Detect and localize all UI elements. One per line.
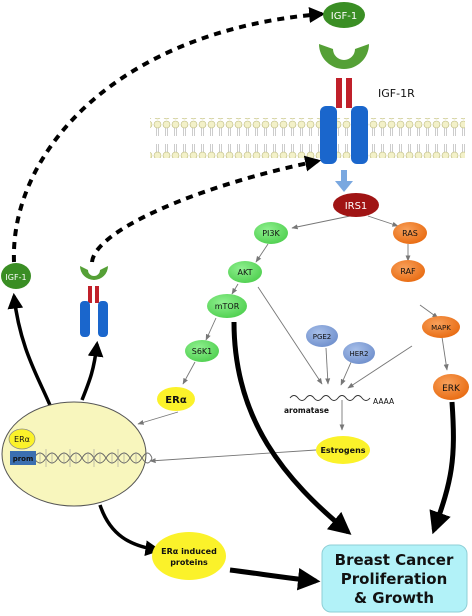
akt-node <box>228 261 262 283</box>
outcome-line-2: Proliferation <box>341 570 448 588</box>
irs1-label: IRS1 <box>345 201 368 212</box>
s6k1-label: S6K1 <box>192 347 213 356</box>
pi3k-label: PI3K <box>262 229 280 238</box>
pge2-label: PGE2 <box>313 333 332 341</box>
pge2-node <box>306 325 338 347</box>
igf1-left-label: IGF-1 <box>5 273 26 282</box>
pi3k-node <box>254 222 288 244</box>
era-induced-proteins-node <box>152 532 226 580</box>
mapk-label: MAPK <box>431 324 451 332</box>
er-alpha-node <box>157 387 195 411</box>
ras-node <box>393 222 427 244</box>
signaling-arrows <box>137 215 449 464</box>
mtor-node <box>207 294 247 318</box>
her2-label: HER2 <box>349 350 368 358</box>
erk-label: ERK <box>442 384 461 394</box>
promoter-label: prom <box>13 455 34 463</box>
promoter-box <box>10 451 36 465</box>
small-receptor <box>80 266 108 337</box>
ras-label: RAS <box>402 229 418 238</box>
era-induced-proteins-label-1: ERα induced <box>161 547 217 556</box>
igf1-left-node <box>1 263 31 289</box>
irs1-node <box>333 193 379 217</box>
igf1-receptor <box>319 44 369 164</box>
her2-node <box>343 342 375 364</box>
thick-arrows <box>7 292 456 591</box>
dna-helix <box>33 449 153 467</box>
raf-node <box>391 260 425 282</box>
igf1-top-label: IGF-1 <box>331 11 357 22</box>
s6k1-node <box>185 340 219 362</box>
receptor-binding-cup <box>319 44 369 69</box>
erk-node <box>433 374 469 400</box>
estrogens-label: Estrogens <box>320 446 365 455</box>
aromatase-label: aromatase <box>284 406 329 415</box>
outcome-line-3: & Growth <box>354 589 434 607</box>
er-alpha-label: ERα <box>165 395 187 406</box>
akt-label: AKT <box>238 268 253 277</box>
receptor-to-irs1-arrow <box>335 170 353 192</box>
small-receptor-cup <box>80 266 108 280</box>
estrogens-node <box>316 436 370 464</box>
era-induced-proteins-label-2: proteins <box>170 558 208 567</box>
nucleus-er-alpha-label: ERα <box>14 435 30 444</box>
mapk-node <box>422 316 460 338</box>
mtor-label: mTOR <box>215 302 240 311</box>
aromatase-mrna-wave <box>289 395 371 401</box>
igf1r-label: IGF-1R <box>378 87 415 100</box>
outcome-box <box>321 544 468 613</box>
receptor-recycling-dashed-arrow <box>90 155 322 263</box>
igf1-secretion-dashed-arrow <box>11 7 326 263</box>
raf-label: RAF <box>400 267 416 276</box>
cell-membrane <box>150 118 465 158</box>
outcome-line-1: Breast Cancer <box>335 551 454 569</box>
igf1-top-node <box>323 2 365 28</box>
poly-a-tail-label: AAAA <box>373 397 395 406</box>
nucleus-er-alpha <box>8 428 36 450</box>
